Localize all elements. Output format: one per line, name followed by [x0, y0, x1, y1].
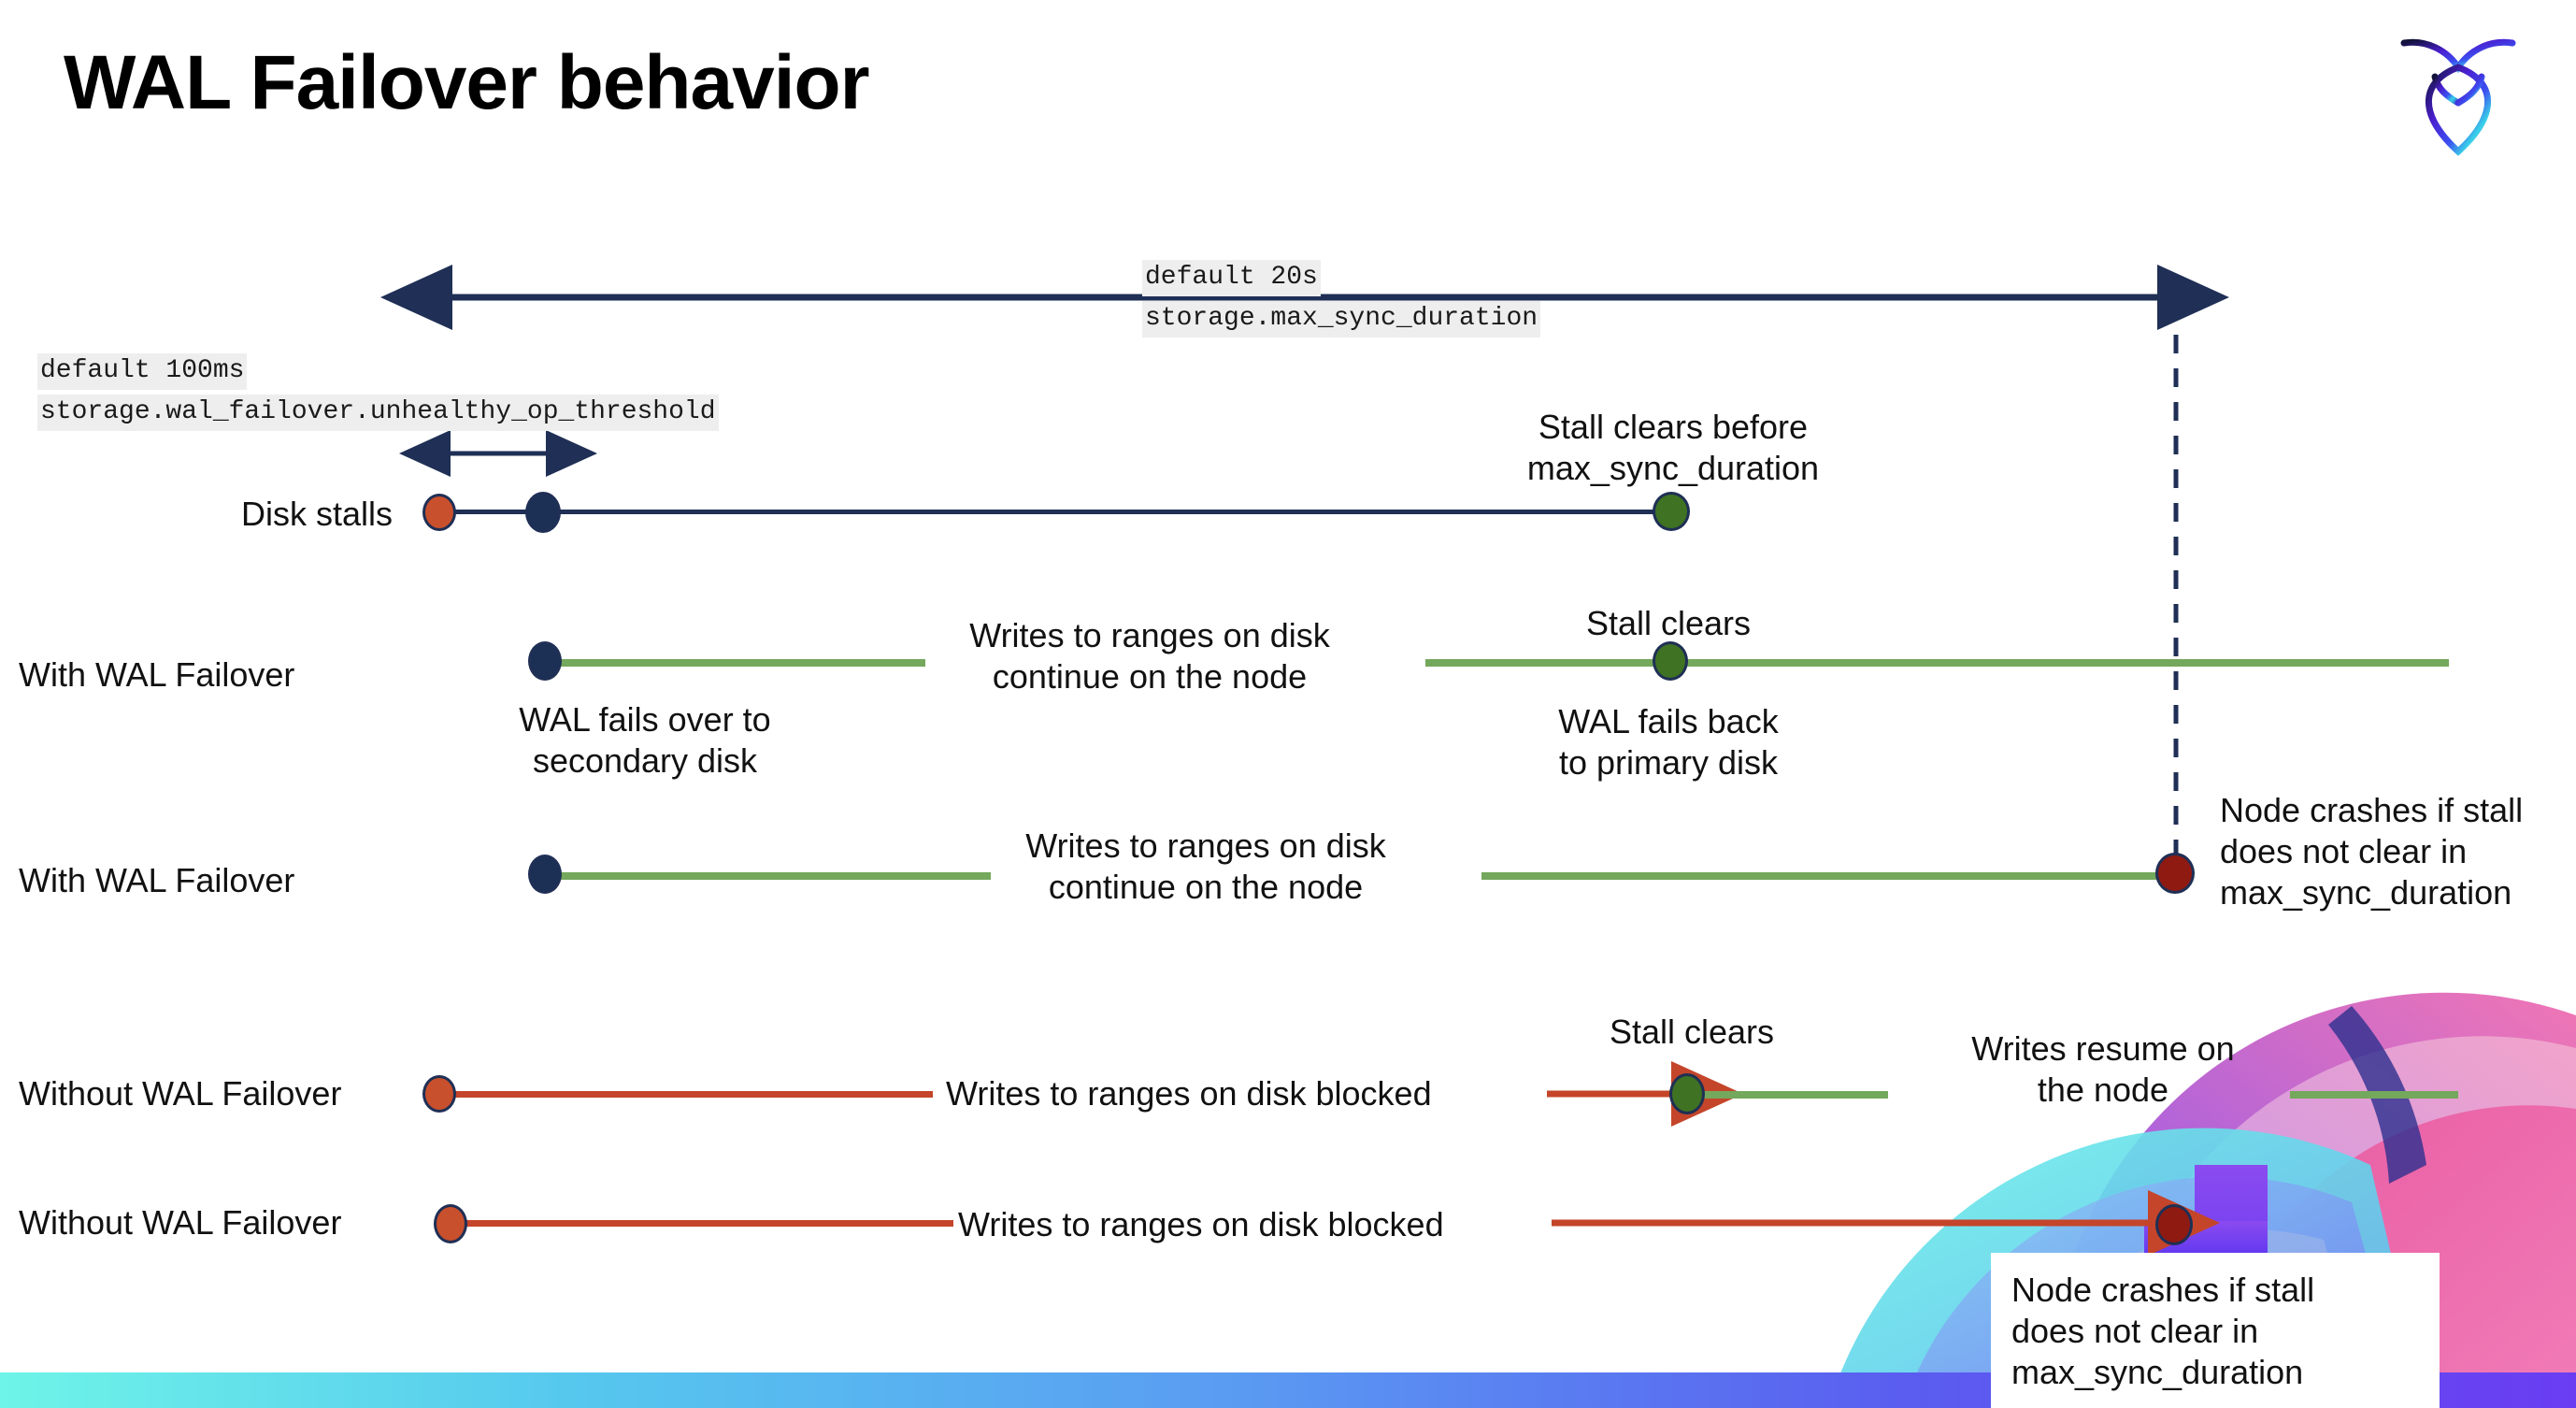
- annotation-stall-clears-2: Stall clears: [1609, 1013, 1775, 1051]
- row-label-without-wal-failover-1: Without WAL Failover: [19, 1074, 342, 1113]
- node-crash-dot-1: [2155, 853, 2195, 894]
- wal-failover-start-dot-1: [528, 641, 562, 681]
- annotation-writes-blocked-1: Writes to ranges on disk blocked: [946, 1074, 1432, 1113]
- annotation-node-crashes-1: Node crashes if stall does not clear in …: [2220, 791, 2524, 912]
- annotation-node-crashes-2-box: Node crashes if stall does not clear in …: [1991, 1253, 2440, 1408]
- without-failover-start-dot-2: [434, 1204, 467, 1243]
- page-title: WAL Failover behavior: [64, 40, 870, 125]
- disk-stalls-timeline: [439, 510, 1673, 514]
- row-label-with-wal-failover-2: With WAL Failover: [19, 861, 295, 899]
- wal-failover-crash-green-seg-1: [551, 872, 991, 880]
- disk-stall-detected-dot: [525, 492, 561, 533]
- wal-failover-green-seg-2: [1425, 659, 2449, 667]
- row-label-with-wal-failover-1: With WAL Failover: [19, 655, 295, 694]
- annotation-writes-resume: Writes resume on the node: [1971, 1029, 2235, 1109]
- wal-failover-start-dot-2: [528, 855, 562, 894]
- annotation-writes-continue-2: Writes to ranges on disk continue on the…: [1025, 826, 1386, 906]
- without-failover-stall-clears-dot: [1669, 1073, 1705, 1114]
- without-failover-green-seg-1: [1692, 1091, 1888, 1099]
- unhealthy-op-setting-chip: storage.wal_failover.unhealthy_op_thresh…: [37, 395, 719, 431]
- disk-stall-start-dot: [422, 494, 456, 531]
- without-failover-red-seg-2: [458, 1220, 953, 1227]
- annotation-writes-continue-1: Writes to ranges on disk continue on the…: [969, 616, 1330, 696]
- row-label-without-wal-failover-2: Without WAL Failover: [19, 1203, 342, 1242]
- node-crash-dot-2: [2155, 1204, 2193, 1245]
- without-failover-red-seg-1: [447, 1091, 933, 1098]
- annotation-wal-fails-back: WAL fails back to primary disk: [1558, 702, 1779, 782]
- disk-stall-cleared-dot: [1653, 492, 1690, 531]
- annotation-writes-blocked-2: Writes to ranges on disk blocked: [958, 1205, 1444, 1243]
- wal-failover-green-seg-1: [551, 659, 925, 667]
- annotation-stall-clears-1: Stall clears: [1585, 604, 1752, 642]
- max-sync-default-chip: default 20s: [1142, 260, 1321, 296]
- row-label-disk-stalls: Disk stalls: [240, 495, 393, 533]
- cockroachdb-logo-icon: [2383, 22, 2533, 163]
- wal-failover-crash-green-seg-2: [1481, 872, 2173, 880]
- without-failover-green-seg-2: [2290, 1091, 2458, 1099]
- annotation-wal-fails-over: WAL fails over to secondary disk: [519, 700, 771, 780]
- without-failover-start-dot-1: [422, 1075, 456, 1113]
- annotation-stall-clears-before: Stall clears before max_sync_duration: [1526, 408, 1820, 487]
- wal-failover-stall-clears-dot-1: [1653, 641, 1688, 681]
- unhealthy-op-default-chip: default 100ms: [37, 353, 248, 390]
- annotation-node-crashes-2: Node crashes if stall does not clear in …: [2011, 1271, 2315, 1391]
- max-sync-setting-chip: storage.max_sync_duration: [1142, 301, 1541, 338]
